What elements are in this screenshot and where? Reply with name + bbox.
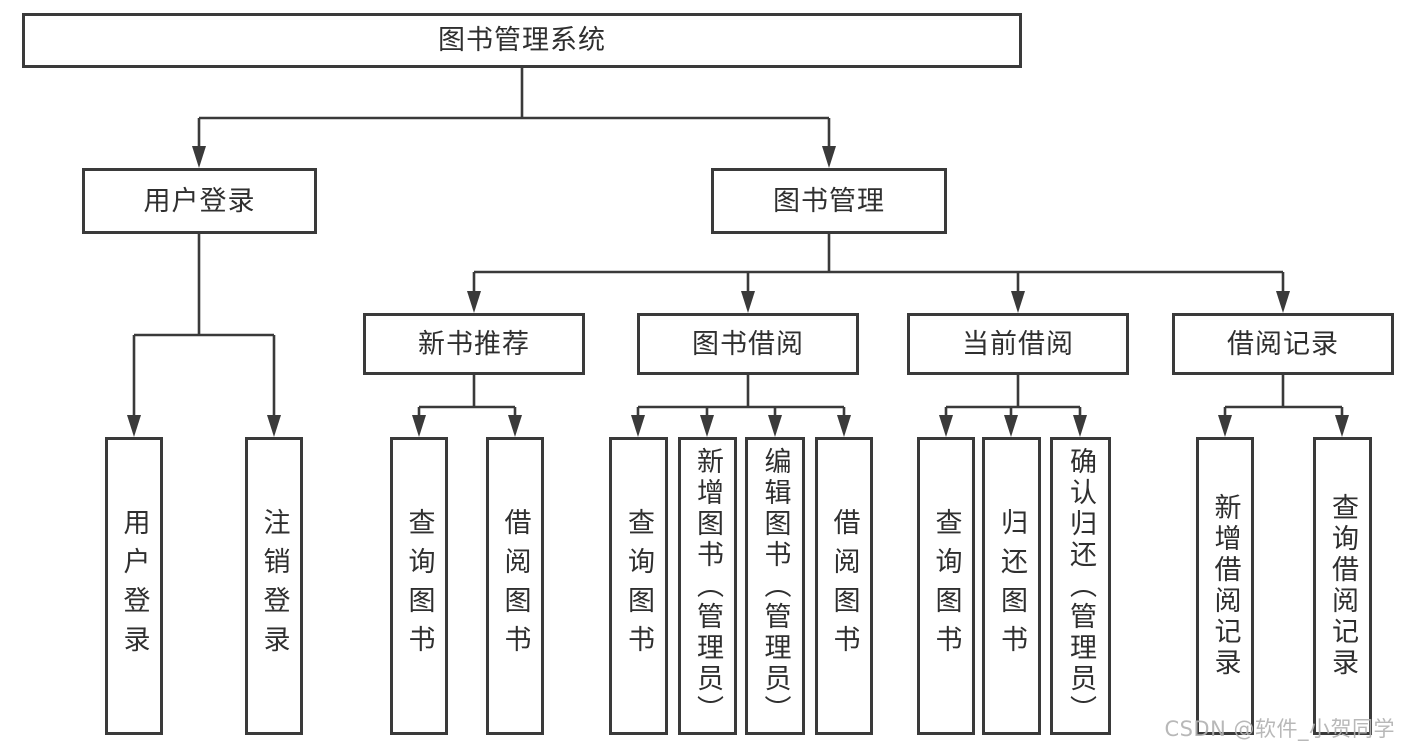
node-label: 用户登录 xyxy=(143,185,256,217)
leaf-query-books-recommend: 查询图书 xyxy=(390,437,448,735)
leaf-confirm-return-admin: 确认归还（管理员） xyxy=(1050,437,1111,735)
node-label: 借阅图书 xyxy=(828,508,860,664)
node-label: 借阅记录 xyxy=(1227,328,1339,360)
node-label: 图书借阅 xyxy=(692,328,804,360)
node-label: 借阅图书 xyxy=(499,508,531,664)
node-label: 用户登录 xyxy=(118,508,150,664)
node-label: 查询图书 xyxy=(623,508,654,664)
node-label: 当前借阅 xyxy=(962,328,1074,360)
node-label: 图书管理 xyxy=(773,185,885,217)
node-book-management: 图书管理 xyxy=(711,168,947,234)
leaf-return-books: 归还图书 xyxy=(982,437,1041,735)
leaf-borrow-books-borrowing: 借阅图书 xyxy=(815,437,873,735)
node-new-book-recommend: 新书推荐 xyxy=(363,313,585,375)
leaf-user-login: 用户登录 xyxy=(105,437,163,735)
node-label: 图书管理系统 xyxy=(438,25,606,56)
node-label: 查询图书 xyxy=(403,508,435,664)
node-library-management-system: 图书管理系统 xyxy=(22,13,1022,68)
leaf-query-borrow-record: 查询借阅记录 xyxy=(1313,437,1372,735)
leaf-query-books-borrowing: 查询图书 xyxy=(609,437,668,735)
leaf-edit-book-admin: 编辑图书（管理员） xyxy=(745,437,805,735)
watermark: CSDN @软件_小贺同学 xyxy=(1164,717,1395,741)
node-borrowing-records: 借阅记录 xyxy=(1172,313,1394,375)
node-current-borrowing: 当前借阅 xyxy=(907,313,1129,375)
node-label: 确认归还（管理员） xyxy=(1065,446,1096,726)
node-book-borrowing: 图书借阅 xyxy=(637,313,859,375)
leaf-borrow-books-recommend: 借阅图书 xyxy=(486,437,544,735)
node-label: 编辑图书（管理员） xyxy=(759,446,791,726)
leaf-add-borrow-record: 新增借阅记录 xyxy=(1196,437,1254,735)
leaf-add-book-admin: 新增图书（管理员） xyxy=(678,437,737,735)
node-label: 查询借阅记录 xyxy=(1327,493,1358,679)
node-label: 新书推荐 xyxy=(418,328,530,360)
node-label: 新增借阅记录 xyxy=(1209,493,1241,679)
leaf-query-books-current: 查询图书 xyxy=(917,437,975,735)
node-label: 新增图书（管理员） xyxy=(692,446,723,726)
node-user-login: 用户登录 xyxy=(82,168,317,234)
node-label: 查询图书 xyxy=(930,508,962,664)
leaf-logout: 注销登录 xyxy=(245,437,303,735)
node-label: 注销登录 xyxy=(258,508,290,664)
node-label: 归还图书 xyxy=(996,508,1027,664)
